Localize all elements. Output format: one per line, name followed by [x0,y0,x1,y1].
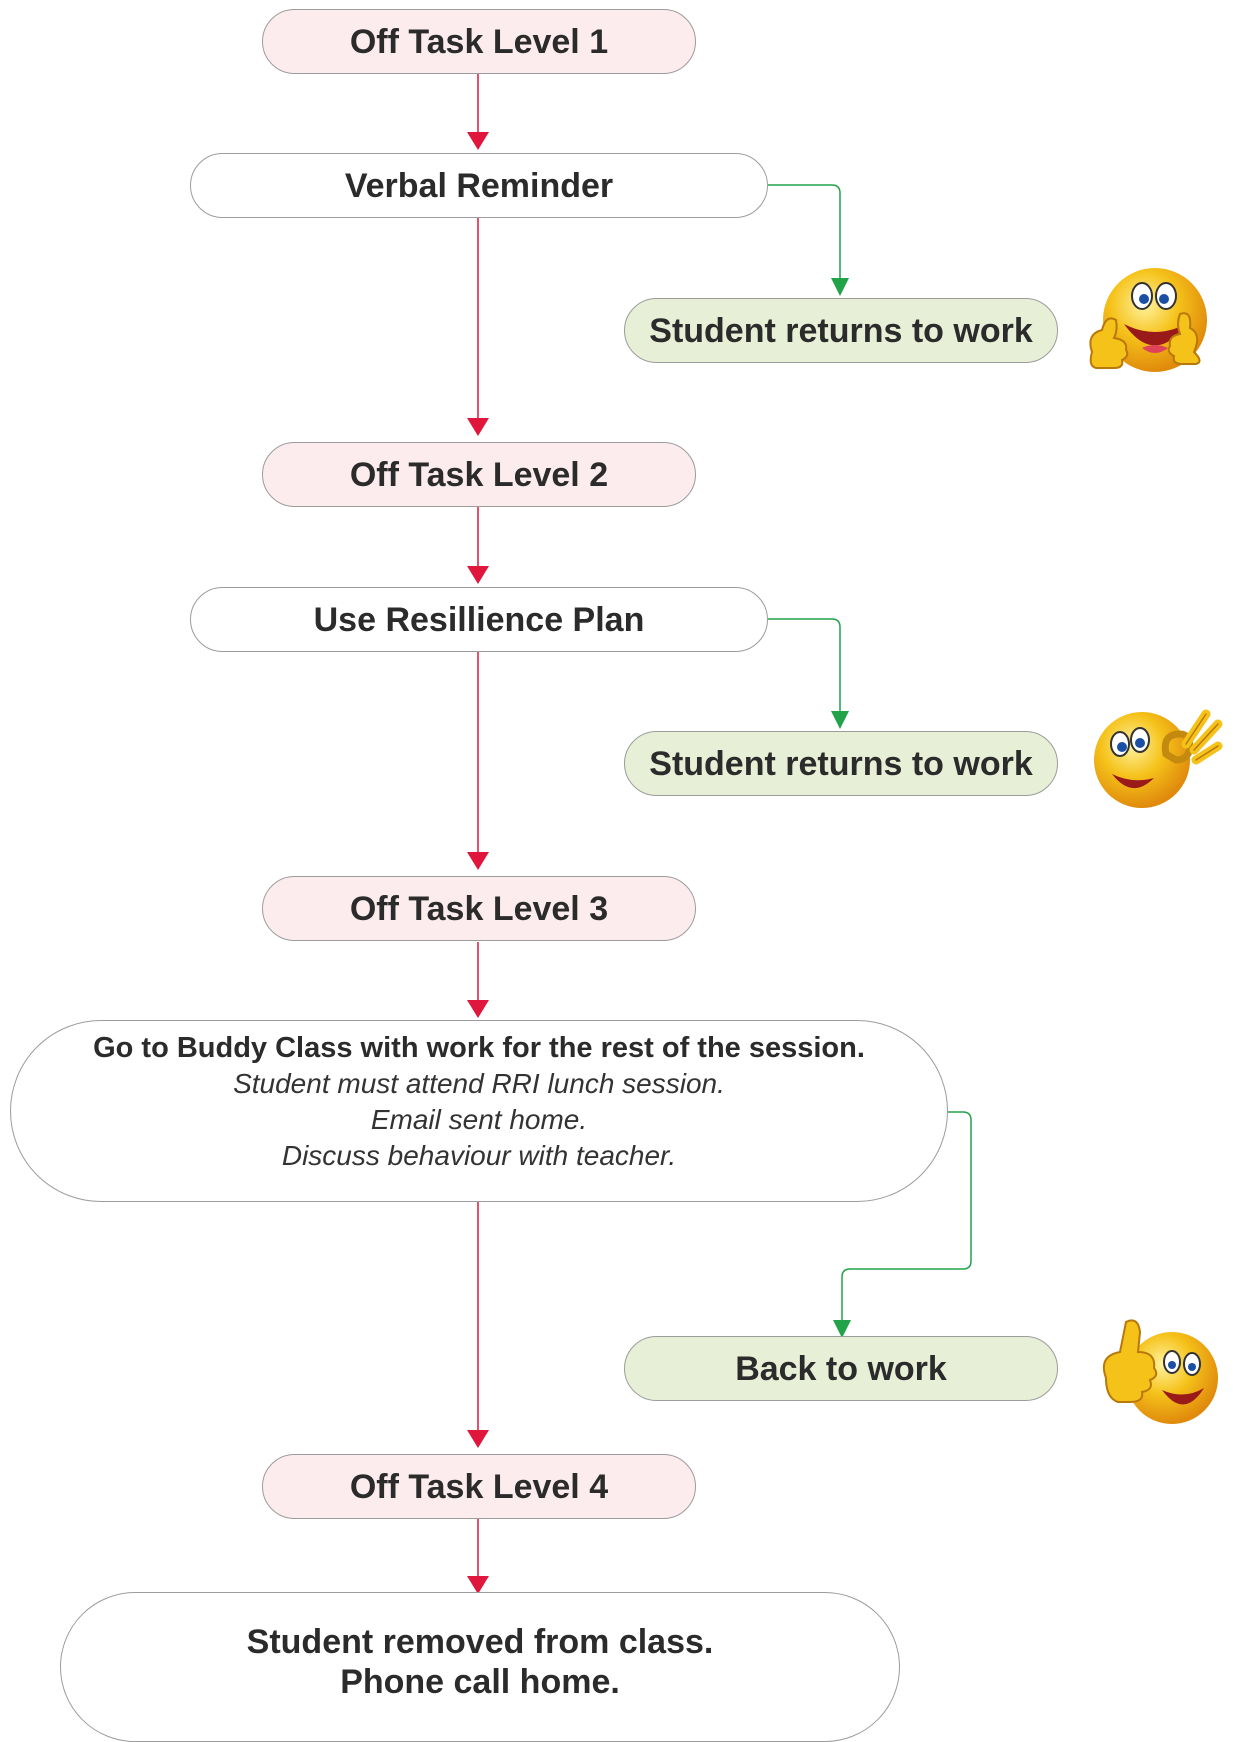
use-resilience-plan-label: Use Resillience Plan [313,600,645,639]
wink-thumbs-up-smiley-icon [1102,1319,1218,1424]
buddy-class-line-1: Student must attend RRI lunch session. [233,1068,725,1099]
verbal-reminder: Verbal Reminder [190,153,768,218]
buddy-class-step: Go to Buddy Class with work for the rest… [10,1020,948,1202]
off-task-level-3: Off Task Level 3 [262,876,696,941]
off-task-level-1-label: Off Task Level 1 [349,22,609,61]
student-removed-step: Student removed from class. Phone call h… [60,1592,900,1742]
student-returns-to-work-2: Student returns to work [624,731,1058,796]
arrowhead-returns2 [831,711,849,729]
off-task-level-1: Off Task Level 1 [262,9,696,74]
arrowhead-back [833,1320,851,1338]
thumbs-up-smiley-icon [1089,268,1207,372]
arrowhead-returns1 [831,278,849,296]
off-task-level-2: Off Task Level 2 [262,442,696,507]
off-task-level-3-label: Off Task Level 3 [349,889,609,928]
buddy-class-line-3: Discuss behaviour with teacher. [281,1140,677,1171]
arrow-resilience-returns [768,618,841,713]
student-removed-line-1: Student removed from class. [246,1623,714,1661]
student-returns-to-work-1-label: Student returns to work [649,311,1033,350]
arrowhead-resilience [467,566,489,584]
student-removed-line-2: Phone call home. [340,1663,620,1701]
back-to-work: Back to work [624,1336,1058,1401]
back-to-work-label: Back to work [735,1349,947,1388]
arrowhead-level4 [467,1430,489,1448]
student-returns-to-work-1: Student returns to work [624,298,1058,363]
off-task-level-4: Off Task Level 4 [262,1454,696,1519]
buddy-class-main: Go to Buddy Class with work for the rest… [93,1032,865,1064]
arrow-verbal-returns [768,184,841,280]
arrowhead-level2 [467,418,489,436]
verbal-reminder-label: Verbal Reminder [344,166,614,205]
arrowhead-buddy [467,1000,489,1018]
arrowhead-level3 [467,852,489,870]
arrowhead-verbal [467,132,489,150]
off-task-level-4-label: Off Task Level 4 [349,1467,609,1506]
use-resilience-plan: Use Resillience Plan [190,587,768,652]
ok-hand-smiley-icon [1094,709,1223,808]
off-task-level-2-label: Off Task Level 2 [349,455,609,494]
buddy-class-line-2: Email sent home. [370,1104,588,1135]
student-returns-to-work-2-label: Student returns to work [649,744,1033,783]
arrow-buddy-back [841,1111,972,1322]
arrowhead-removed [467,1576,489,1594]
